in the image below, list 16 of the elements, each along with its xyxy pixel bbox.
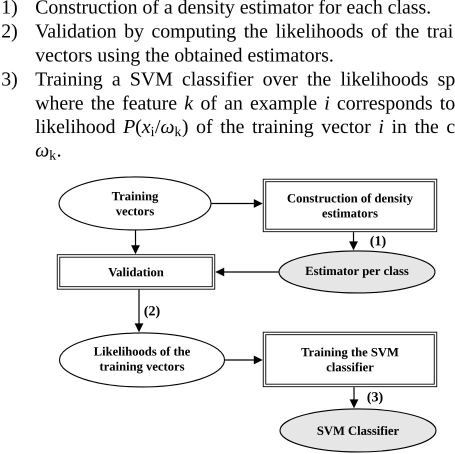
text-line: Training a SVM classifier over the likelihoods sp bbox=[36, 72, 454, 90]
process-box: Construction of density estimators bbox=[262, 178, 438, 232]
text-line: likelihood P(x$_{i}$/ω$_{k}$) of the training vector i in the c bbox=[36, 119, 455, 138]
list-number: 2) bbox=[2, 24, 17, 42]
process-box: Validation bbox=[56, 254, 216, 290]
text-line: where the feature k of an example i corresponds to bbox=[35, 96, 454, 114]
text-line: vectors using the obtained estimators. bbox=[35, 48, 333, 66]
list-number: 1) bbox=[2, 0, 17, 18]
edge-label: (2) bbox=[142, 304, 162, 320]
text-line: ω$_{k}$. bbox=[36, 147, 60, 160]
list-number: 3) bbox=[2, 72, 17, 90]
edge-label: (1) bbox=[368, 234, 388, 250]
edge-label: (3) bbox=[366, 390, 384, 406]
text-line: Validation by computing the likelihoods of the trai bbox=[35, 24, 453, 42]
text-line: Construction of a density estimator for each class. bbox=[36, 0, 430, 18]
process-box: Training the SVM classifier bbox=[262, 332, 438, 388]
